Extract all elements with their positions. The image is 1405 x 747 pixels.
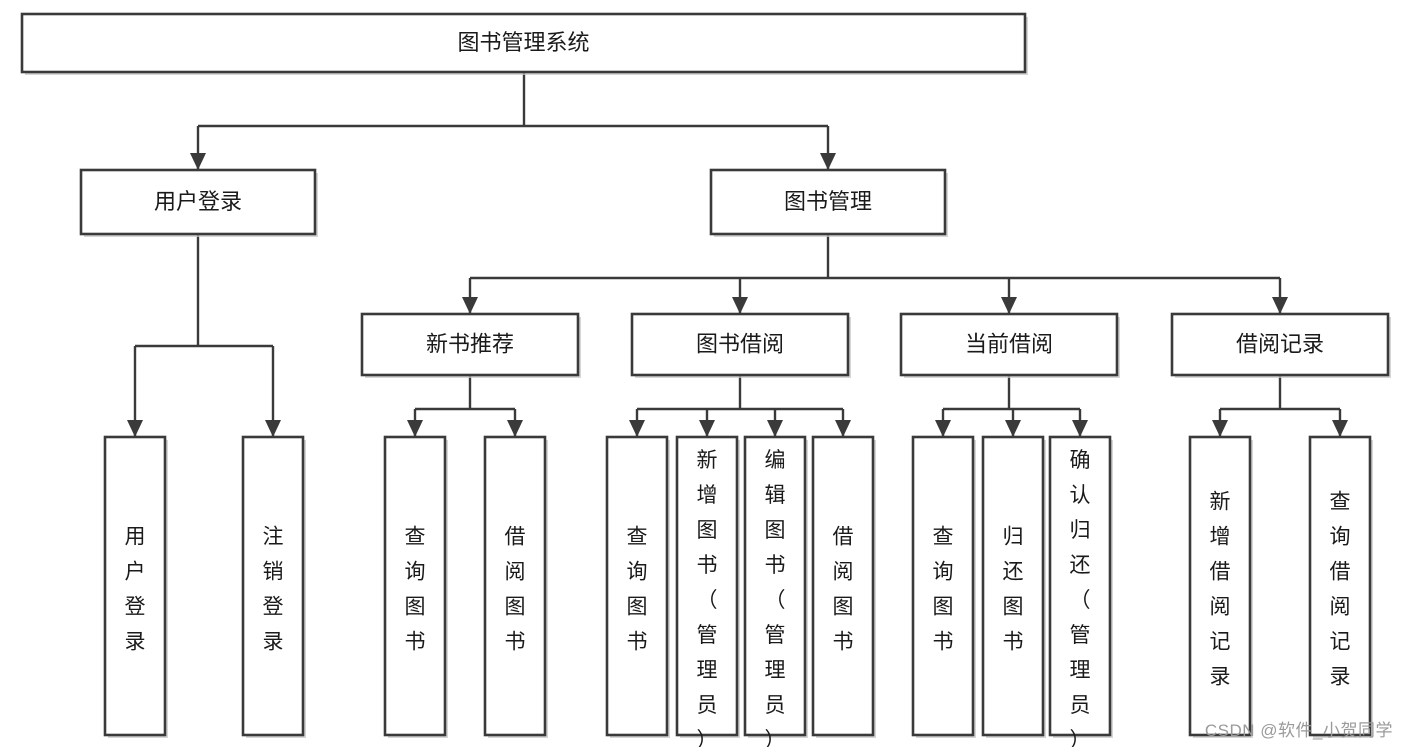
node-current-borrow[interactable]: 当前借阅 [899,312,1120,378]
node-label: 查询借阅记录 [1330,490,1351,688]
arrow-head-icon [935,420,951,437]
node-label: 当前借阅 [965,331,1053,356]
node-book-borrow[interactable]: 图书借阅 [630,312,851,378]
arrow-head-icon [1332,420,1348,437]
arrow-head-icon [835,420,851,437]
arrow-head-icon [820,153,836,170]
node-label: 图书管理 [784,189,872,214]
node-box[interactable] [483,435,547,737]
node-box[interactable] [605,435,669,737]
arrow-head-icon [699,420,715,437]
node-root[interactable]: 图书管理系统 [20,12,1028,75]
node-leaf-add-book[interactable]: 新增图书（管理员） [675,435,740,747]
node-box[interactable] [79,168,317,236]
node-label: 确认归还（管理员） [1070,449,1091,747]
node-leaf-query-record[interactable]: 查询借阅记录 [1308,435,1373,738]
node-leaf-add-record[interactable]: 新增借阅记录 [1188,435,1253,738]
node-leaf-query-book-2[interactable]: 查询图书 [605,435,670,738]
node-box[interactable] [709,168,947,236]
node-leaf-confirm-return[interactable]: 确认归还（管理员） [1048,435,1113,747]
node-box[interactable] [383,435,447,737]
node-label: 查询图书 [405,525,426,653]
node-label: 借阅记录 [1236,331,1324,356]
node-box[interactable] [911,435,975,737]
node-label: 归还图书 [1003,525,1024,653]
node-leaf-query-book-3[interactable]: 查询图书 [911,435,976,738]
node-user-login[interactable]: 用户登录 [79,168,318,237]
node-box[interactable] [743,435,807,737]
arrow-head-icon [462,297,478,314]
node-box[interactable] [981,435,1045,737]
arrow-head-icon [1001,297,1017,314]
node-box[interactable] [241,435,305,737]
arrow-head-icon [407,420,423,437]
node-label: 图书借阅 [696,331,784,356]
node-box[interactable] [103,435,167,737]
node-label: 新书推荐 [426,331,514,356]
node-label: 新增图书（管理员） [697,449,718,747]
arrow-head-icon [767,420,783,437]
arrow-head-icon [190,153,206,170]
node-box[interactable] [1188,435,1252,737]
node-leaf-user-logout[interactable]: 注销登录 [241,435,306,738]
arrow-head-icon [1005,420,1021,437]
arrow-head-icon [265,420,281,437]
node-label: 借阅图书 [833,525,854,653]
node-box[interactable] [899,312,1119,377]
node-label: 借阅图书 [505,525,526,653]
node-label: 查询图书 [627,525,648,653]
arrow-head-icon [1272,297,1288,314]
node-label: 用户登录 [125,525,146,653]
node-leaf-return-book[interactable]: 归还图书 [981,435,1046,738]
arrow-head-icon [732,297,748,314]
node-box[interactable] [20,12,1027,74]
node-leaf-borrow-book-2[interactable]: 借阅图书 [811,435,876,738]
arrow-head-icon [127,420,143,437]
connector-layer [127,72,1348,437]
arrow-head-icon [629,420,645,437]
node-label: 新增借阅记录 [1210,490,1231,688]
node-leaf-edit-book[interactable]: 编辑图书（管理员） [743,435,808,747]
node-leaf-user-login[interactable]: 用户登录 [103,435,168,738]
node-label: 图书管理系统 [457,30,589,55]
node-box[interactable] [360,312,580,377]
node-label: 查询图书 [933,525,954,653]
node-box[interactable] [630,312,850,377]
node-box[interactable] [675,435,739,737]
node-box[interactable] [1048,435,1112,737]
arrow-head-icon [1072,420,1088,437]
arrow-head-icon [507,420,523,437]
node-new-book-rec[interactable]: 新书推荐 [360,312,581,378]
node-borrow-record[interactable]: 借阅记录 [1170,312,1391,378]
node-box[interactable] [1170,312,1390,377]
node-leaf-borrow-book-1[interactable]: 借阅图书 [483,435,548,738]
node-box[interactable] [1308,435,1372,737]
node-label: 注销登录 [263,525,284,653]
node-leaf-query-book-1[interactable]: 查询图书 [383,435,448,738]
csdn-watermark: CSDN @软件_小贺同学 [1204,721,1393,740]
node-label: 编辑图书（管理员） [765,449,786,747]
node-label: 用户登录 [154,189,242,214]
node-layer: 图书管理系统用户登录图书管理新书推荐图书借阅当前借阅借阅记录用户登录注销登录查询… [20,12,1391,747]
node-box[interactable] [811,435,875,737]
arrow-head-icon [1212,420,1228,437]
node-book-manage[interactable]: 图书管理 [709,168,948,237]
